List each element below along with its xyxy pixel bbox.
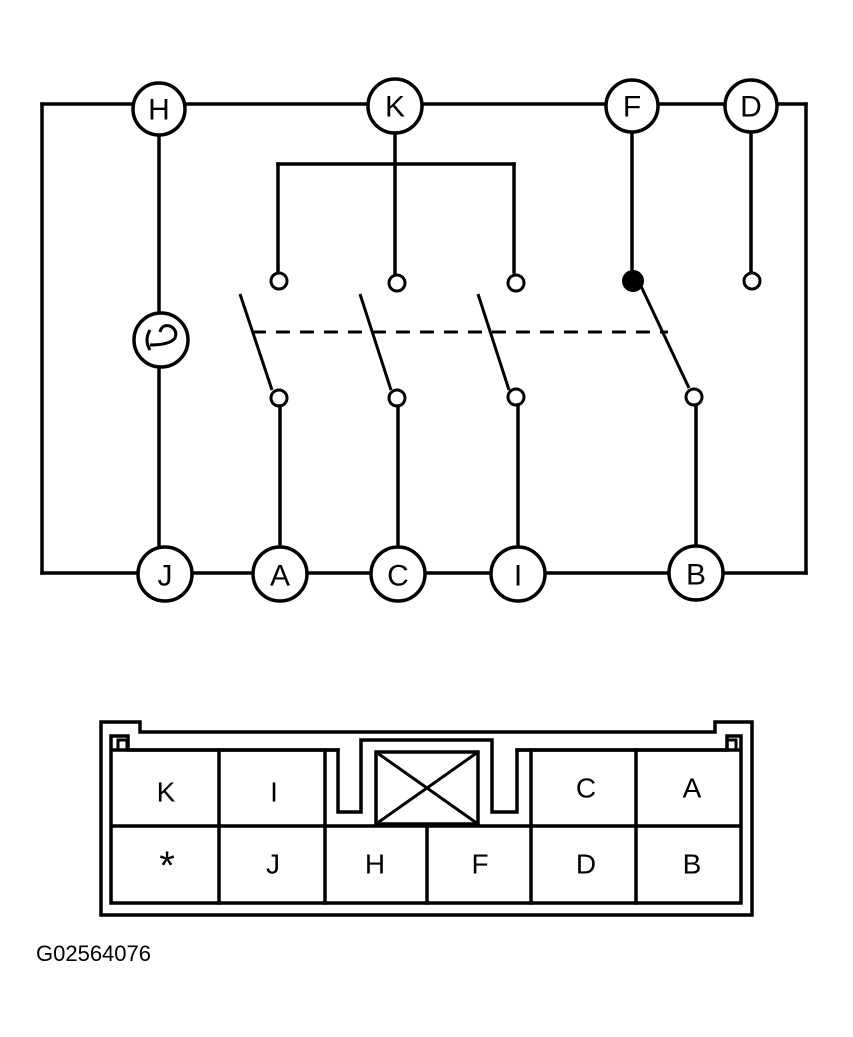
cavity-label-a: A (683, 773, 702, 804)
lamp-icon (132, 311, 190, 369)
terminal-b: B (667, 544, 725, 602)
figure-code: G02564076 (36, 941, 151, 966)
cavity-label-unused: * (159, 844, 175, 888)
blocked-cavity-icon (374, 750, 480, 826)
schematic: H K F D J A C I (40, 77, 808, 603)
terminal-c-label: C (387, 560, 409, 593)
switch-blade-i (476, 293, 511, 391)
terminal-i-label: I (514, 560, 522, 593)
lower-contact-b (684, 387, 704, 407)
upper-contact-3 (506, 273, 526, 293)
terminal-f: F (604, 78, 660, 134)
d-contact (742, 271, 762, 291)
terminal-d: D (723, 78, 779, 134)
cavity-label-c: C (576, 773, 596, 804)
terminal-d-label: D (740, 91, 762, 124)
switch-blade-c (358, 293, 393, 391)
lower-contact-c (387, 388, 407, 408)
lower-contact-i (506, 387, 526, 407)
cavity-label-b: B (683, 849, 702, 880)
terminal-a: A (251, 545, 309, 603)
cavity-label-i: I (270, 777, 278, 808)
cavity-label-k: K (157, 777, 176, 808)
terminal-f-label: F (623, 91, 641, 124)
terminal-b-label: B (686, 559, 706, 592)
terminal-j-label: J (158, 560, 173, 593)
terminal-h-label: H (148, 94, 170, 127)
terminal-k-label: K (385, 91, 405, 124)
switch-blade-a (238, 293, 274, 391)
upper-contact-1 (269, 271, 289, 291)
switch-blade-b (638, 283, 691, 389)
connector-housing-outer (99, 720, 754, 917)
cavity-label-j: J (266, 849, 280, 880)
cavity-label-h: H (365, 849, 385, 880)
f-pivot-contact (622, 270, 644, 292)
terminal-h: H (131, 81, 187, 137)
terminal-k: K (366, 77, 424, 135)
terminal-i: I (489, 545, 547, 603)
upper-contact-2 (387, 273, 407, 293)
cavity-label-d: D (576, 849, 596, 880)
terminal-a-label: A (270, 560, 290, 593)
terminal-j: J (136, 545, 194, 603)
cavity-label-f: F (471, 849, 488, 880)
lower-contact-a (269, 388, 289, 408)
terminal-c: C (369, 545, 427, 603)
connector-face: K I C A * J H F D B (99, 720, 754, 917)
